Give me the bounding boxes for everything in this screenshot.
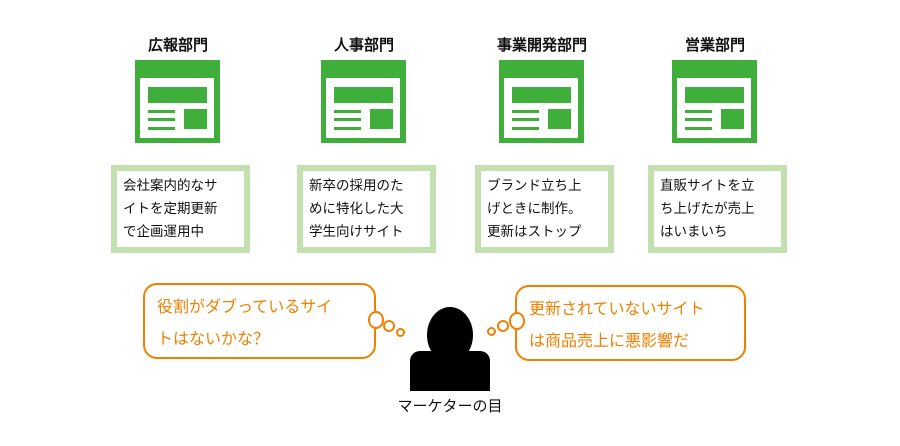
thought-bubble-right: 更新されていないサイト は商品売上に悪影響だ <box>515 285 746 361</box>
description-line: で企画運用中 <box>123 224 204 240</box>
description-line: 更新はストップ <box>487 224 582 240</box>
person-label: マーケターの目 <box>397 397 503 415</box>
thought-dot <box>497 320 509 332</box>
description-line: イトを定期更新 <box>123 201 218 217</box>
description-line: ち上げたが売上 <box>660 201 755 217</box>
thought-line: 役割がダブっているサイ <box>157 297 333 316</box>
description-line: 新卒の採用のた <box>309 178 404 194</box>
description-line: 直販サイトを立 <box>660 178 755 194</box>
department-description: 会社案内的なサイトを定期更新で企画運用中 <box>111 165 250 253</box>
department-title: 広報部門 <box>147 36 208 54</box>
thought-line: は商品売上に悪影響だ <box>529 331 690 350</box>
thought-dot <box>368 311 384 329</box>
thought-dot <box>487 327 496 336</box>
website-icon <box>135 60 220 143</box>
description-line: 学生向けサイト <box>309 224 404 240</box>
thought-bubble-left: 役割がダブっているサイ トはないかな？ <box>143 283 376 359</box>
department-title: 営業部門 <box>684 36 745 54</box>
description-line: はいまいち <box>660 224 728 240</box>
thought-dot <box>383 320 395 332</box>
department-description: 直販サイトを立ち上げたが売上はいまいち <box>648 165 787 253</box>
department-description: ブランド立ち上げときに制作。更新はストップ <box>475 165 614 253</box>
description-line: 会社案内的なサ <box>123 178 218 194</box>
department-description: 新卒の採用のために特化した大学生向けサイト <box>297 165 436 253</box>
thought-line: トはないかな？ <box>157 329 270 348</box>
website-icon <box>321 60 406 143</box>
website-icon <box>672 60 757 143</box>
website-icon <box>499 60 584 143</box>
thought-line: 更新されていないサイト <box>529 299 705 318</box>
description-line: ブランド立ち上 <box>487 178 582 194</box>
description-line: めに特化した大 <box>309 201 404 217</box>
department-title: 事業開発部門 <box>496 36 587 54</box>
thought-dot <box>509 312 525 330</box>
department-title: 人事部門 <box>333 36 394 54</box>
thought-dot <box>396 328 405 337</box>
description-line: げときに制作。 <box>487 201 582 217</box>
